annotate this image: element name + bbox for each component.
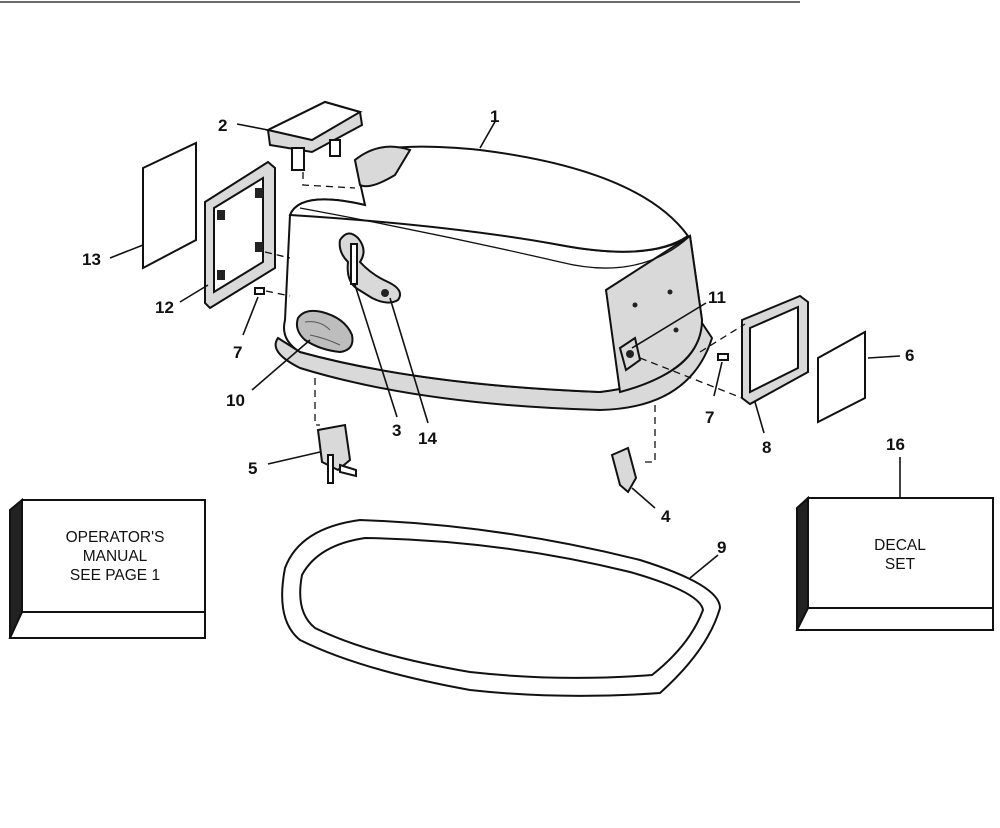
callout-8: 8 [762, 438, 771, 457]
callout-5: 5 [248, 459, 257, 478]
callout-7-left: 7 [233, 343, 242, 362]
callout-1: 1 [490, 107, 499, 126]
operators-manual-line-2: MANUAL [83, 548, 148, 565]
callout-3: 3 [392, 421, 401, 440]
operators-manual-box [8, 497, 206, 639]
decal-set-line-1: DECAL [874, 537, 926, 554]
clip-part-4 [610, 405, 656, 494]
callout-10: 10 [226, 391, 245, 410]
frame-part-8 [741, 294, 809, 406]
motor-cover-part-1 [274, 145, 714, 412]
decal-set-box [795, 495, 994, 631]
callout-14: 14 [418, 429, 437, 448]
decal-set-text: DECAL SET [874, 537, 926, 573]
gasket-part-9 [281, 519, 721, 697]
frame-part-12 [204, 160, 291, 310]
bracket-part-5 [314, 378, 357, 484]
leader-lines [109, 119, 901, 579]
callout-11: 11 [708, 288, 726, 307]
operators-manual-line-1: OPERATOR'S [66, 529, 165, 546]
callout-4: 4 [661, 507, 671, 526]
decal-part-13 [142, 141, 197, 270]
pin-part-7-left [254, 287, 291, 297]
callout-labels: 1 2 3 4 5 6 7 7 8 9 10 11 12 13 14 16 [82, 107, 914, 557]
operators-manual-text: OPERATOR'S MANUAL SEE PAGE 1 [66, 529, 165, 584]
callout-13: 13 [82, 250, 101, 269]
operators-manual-line-3: SEE PAGE 1 [70, 567, 160, 584]
callout-6: 6 [905, 346, 914, 365]
decal-set-line-2: SET [885, 556, 916, 573]
callout-2: 2 [218, 116, 227, 135]
callout-9: 9 [717, 538, 726, 557]
callout-12: 12 [155, 298, 174, 317]
pin-part-7-right [639, 323, 746, 399]
handle-part-2 [265, 100, 364, 189]
callout-7-right: 7 [705, 408, 714, 427]
callout-16: 16 [886, 435, 905, 454]
decal-part-6 [817, 330, 866, 424]
foam-pad-part-10 [295, 309, 354, 354]
